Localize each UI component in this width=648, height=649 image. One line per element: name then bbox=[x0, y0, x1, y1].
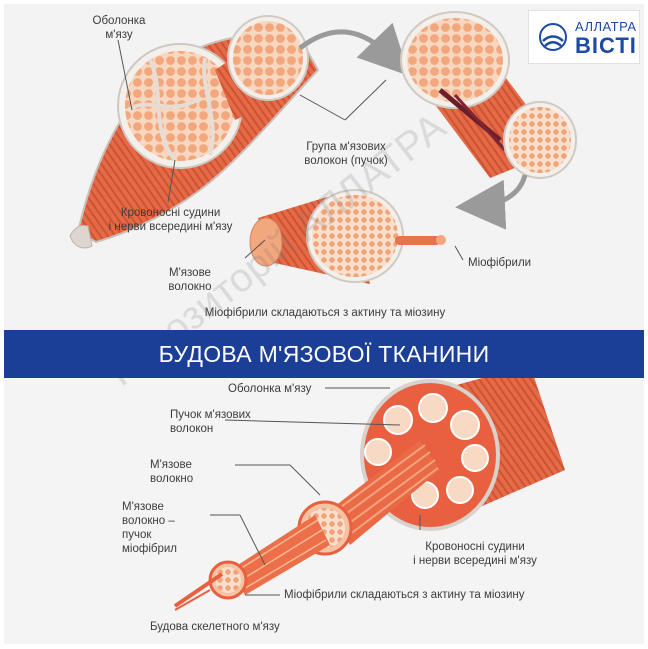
label-muscle-sheath: Оболонка м'язу bbox=[80, 14, 158, 42]
label-myofibrils-top: Міофібрили bbox=[468, 256, 558, 270]
bottom-caption: Будова скелетного м'язу bbox=[150, 620, 310, 634]
logo-line-1: АЛЛАТРА bbox=[575, 19, 637, 34]
label-fascicle: Група м'язових волокон (пучок) bbox=[286, 140, 406, 168]
label-myofibrils-bottom: Міофібрили складаються з актину та міози… bbox=[284, 588, 544, 602]
top-caption: Міофібрили складаються з актину та міози… bbox=[150, 306, 500, 320]
title-banner: БУДОВА М'ЯЗОВОЇ ТКАНИНИ bbox=[4, 330, 644, 378]
label-vessels-bottom: Кровоносні судини і нерви всередині м'яз… bbox=[400, 540, 550, 568]
label-fiber-bundle: М'язове волокно – пучок міофібрил bbox=[122, 500, 202, 556]
label-vessels-top: Кровоносні судини і нерви всередині м'яз… bbox=[98, 206, 243, 234]
label-fascicle-bottom: Пучок м'язових волокон bbox=[170, 408, 270, 436]
logo-icon bbox=[535, 17, 575, 57]
brand-logo[interactable]: АЛЛАТРА ВІСТІ bbox=[528, 10, 640, 64]
arrow-icon bbox=[300, 32, 392, 58]
logo-line-2: ВІСТІ bbox=[575, 33, 637, 59]
page-title: БУДОВА М'ЯЗОВОЇ ТКАНИНИ bbox=[159, 341, 490, 368]
myofibril-strand bbox=[395, 236, 440, 245]
arrow-icon bbox=[480, 175, 525, 206]
label-fiber-bottom: М'язове волокно bbox=[150, 458, 230, 486]
label-sheath-bottom: Оболонка м'язу bbox=[228, 382, 328, 396]
label-fiber-top: М'язове волокно bbox=[150, 266, 230, 294]
fascicle bbox=[215, 16, 308, 120]
